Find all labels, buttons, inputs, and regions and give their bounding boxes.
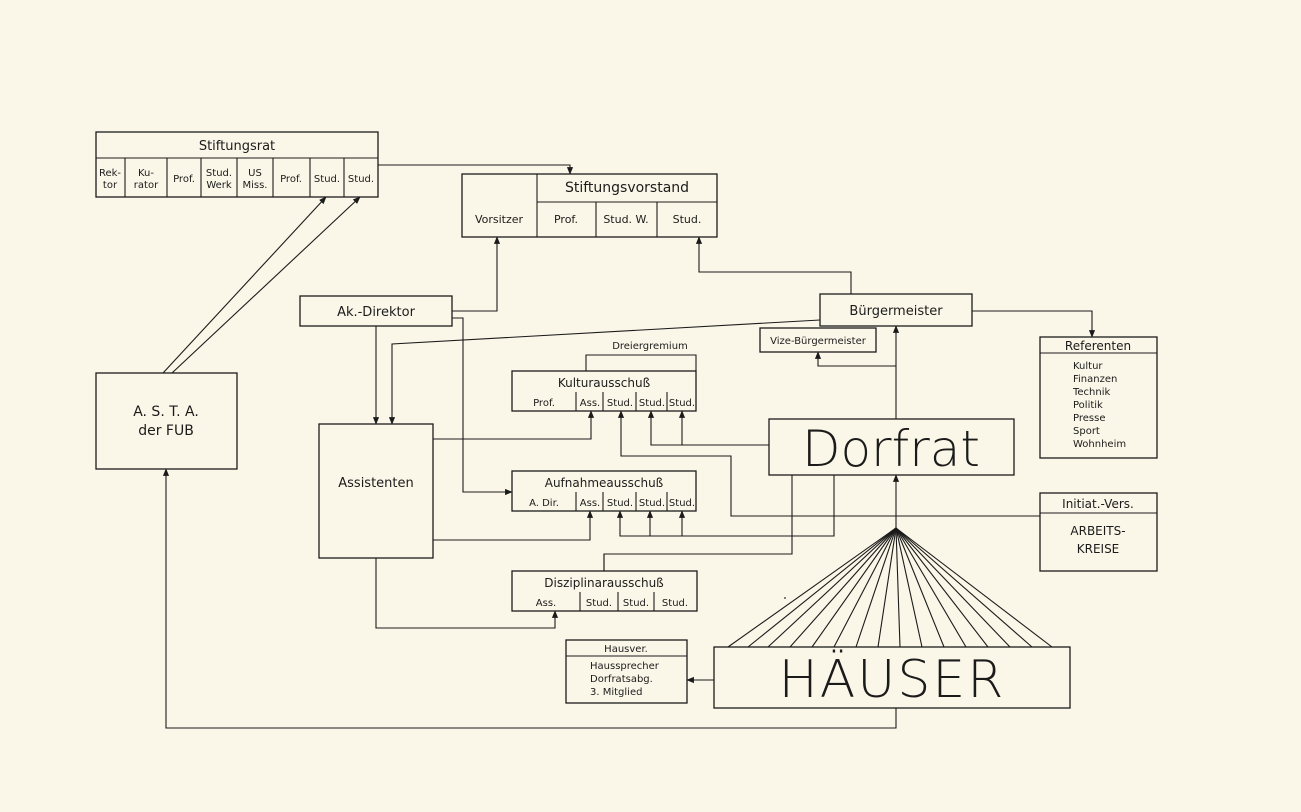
dreiergremium-label: Dreiergremium [612, 341, 688, 352]
arbeitskreise-line1: ARBEITS- [1070, 524, 1125, 538]
hausver-item: Dorfratsabg. [590, 674, 653, 685]
kultur-cell: Stud. [639, 398, 665, 409]
hausver-title: Hausver. [604, 644, 648, 655]
connector-lines [162, 164, 1096, 729]
stiftungsvorstand-cell-3: Stud. [673, 213, 702, 226]
disziplinarausschuss-box: Disziplinarausschuß Ass. Stud. Stud. Stu… [511, 570, 698, 612]
stiftungsrat-cell-8: Stud. [348, 174, 374, 185]
stiftungsrat-cell-5a: US [248, 168, 262, 179]
referent-item: Sport [1073, 426, 1100, 437]
aufnahmeausschuss-title: Aufnahmeausschuß [545, 476, 664, 490]
asta-box: A. S. T. A. der FUB [95, 372, 238, 470]
dorfrat-box: Dorfrat [768, 418, 1015, 478]
stiftungsrat-cell-4b: Werk [206, 180, 232, 191]
assistenten-box: Assistenten [318, 423, 434, 559]
stiftungsrat-cell-6: Prof. [280, 174, 302, 185]
aufnahme-cell: Ass. [580, 498, 600, 509]
stiftungsrat-cell-1b: tor [103, 180, 118, 191]
referenten-title: Referenten [1065, 339, 1131, 353]
disziplinarausschuss-title: Disziplinarausschuß [544, 576, 664, 590]
asta-line1: A. S. T. A. [133, 404, 199, 420]
haeuser-label: HÄUSER [779, 649, 1006, 710]
referent-item: Politik [1073, 400, 1103, 411]
ak-direktor-box: Ak.-Direktor [299, 295, 453, 327]
stiftungsvorstand-cell-1: Prof. [554, 213, 578, 226]
aufnahme-cell: Stud. [669, 498, 695, 509]
referent-item: Presse [1073, 413, 1105, 424]
stiftungsrat-cell-2b: rator [134, 180, 159, 191]
stiftungsrat-title: Stiftungsrat [199, 139, 275, 154]
stiftungsrat-cell-4a: Stud. [206, 168, 232, 179]
kultur-cell: Prof. [533, 398, 555, 409]
kulturausschuss-box: Kulturausschuß Prof. Ass. Stud. Stud. St… [511, 370, 697, 412]
stiftungsrat-cell-2a: Ku- [138, 168, 154, 179]
vize-buergermeister-label: Vize-Bürgermeister [770, 336, 867, 347]
stiftungsrat-cell-7: Stud. [314, 174, 340, 185]
dorfrat-label: Dorfrat [802, 420, 980, 478]
vize-buergermeister-box: Vize-Bürgermeister [759, 327, 877, 353]
stiftungsrat-cell-1a: Rek- [99, 168, 121, 179]
stiftungsvorstand-title: Stiftungsvorstand [565, 180, 689, 196]
buergermeister-box: Bürgermeister [819, 293, 973, 327]
initiativ-box: Initiat.-Vers. ARBEITS- KREISE [1039, 492, 1158, 572]
assistenten-label: Assistenten [338, 476, 414, 491]
referenten-box: Referenten Kultur Finanzen Technik Polit… [1039, 336, 1158, 459]
ak-direktor-label: Ak.-Direktor [337, 305, 416, 320]
referent-item: Finanzen [1073, 374, 1117, 385]
disziplinar-cell: Stud. [586, 598, 612, 609]
kulturausschuss-title: Kulturausschuß [558, 376, 651, 390]
disziplinar-cell: Stud. [623, 598, 649, 609]
aufnahme-cell: Stud. [639, 498, 665, 509]
aufnahme-cell: Stud. [607, 498, 633, 509]
hausver-item: 3. Mitglied [590, 687, 642, 698]
hausver-item: Haussprecher [590, 661, 660, 672]
haeuser-fan-lines [727, 527, 1053, 648]
stiftungsrat-cell-3: Prof. [173, 174, 195, 185]
kultur-cell: Ass. [580, 398, 600, 409]
referent-item: Wohnheim [1073, 439, 1126, 450]
kultur-cell: Stud. [669, 398, 695, 409]
disziplinar-cell: Ass. [536, 598, 556, 609]
vorsitzer-label: Vorsitzer [475, 213, 524, 226]
aufnahmeausschuss-box: Aufnahmeausschuß A. Dir. Ass. Stud. Stud… [511, 470, 697, 512]
stiftungsrat-cell-5b: Miss. [242, 180, 267, 191]
kultur-cell: Stud. [607, 398, 633, 409]
stiftungsvorstand-box: Stiftungsvorstand Vorsitzer Prof. Stud. … [461, 173, 718, 238]
asta-line2: der FUB [138, 423, 194, 439]
aufnahme-cell: A. Dir. [529, 498, 559, 509]
haeuser-box: HÄUSER [713, 646, 1071, 710]
disziplinar-cell: Stud. [662, 598, 688, 609]
initiativ-title: Initiat.-Vers. [1062, 497, 1134, 511]
referent-item: Kultur [1073, 361, 1103, 372]
hausver-box: Hausver. Haussprecher Dorfratsabg. 3. Mi… [565, 639, 688, 704]
arbeitskreise-line2: KREISE [1077, 542, 1120, 556]
stiftungsrat-box: Stiftungsrat Rek- tor Ku- rator Prof. St… [95, 131, 379, 198]
stiftungsvorstand-cell-2: Stud. W. [603, 213, 648, 226]
buergermeister-label: Bürgermeister [849, 304, 943, 319]
referent-item: Technik [1072, 387, 1111, 398]
